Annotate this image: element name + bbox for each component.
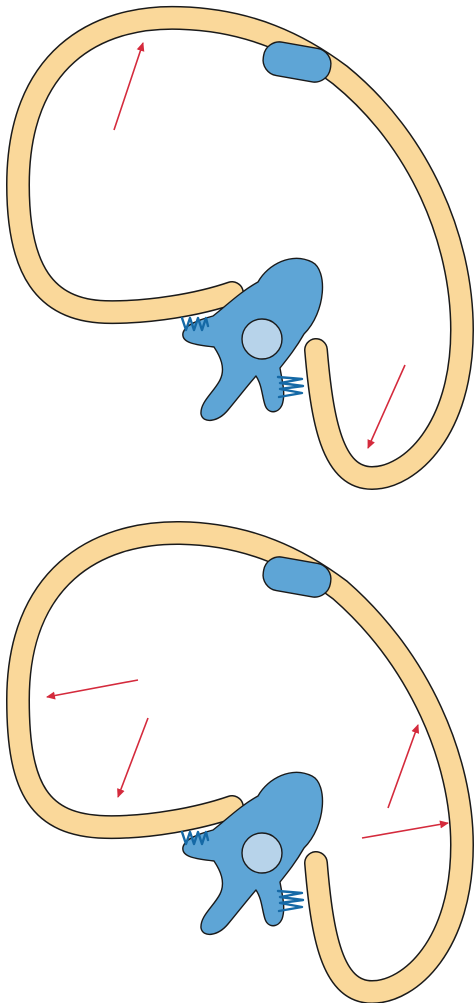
vertebral-body [242, 833, 282, 873]
sternum-segment [261, 39, 334, 84]
vertebral-body [242, 319, 282, 359]
vertebra [183, 258, 323, 420]
band-outline [18, 18, 462, 478]
vertebra [183, 772, 323, 934]
band-fill [18, 533, 462, 992]
arrow-left-up [114, 43, 143, 130]
arrow-right-down [368, 365, 405, 448]
sternum-segment [261, 554, 334, 599]
band-outline [18, 533, 462, 992]
arrow-left-outward [47, 680, 138, 697]
upper-panel [18, 18, 462, 478]
chest-wall-band [18, 533, 462, 992]
band-fill [18, 18, 462, 478]
arrow-right-outward [362, 823, 448, 838]
chest-wall-band [18, 18, 462, 478]
lower-panel [18, 533, 462, 992]
arrow-left-down [118, 718, 148, 797]
arrow-right-up [388, 725, 418, 808]
